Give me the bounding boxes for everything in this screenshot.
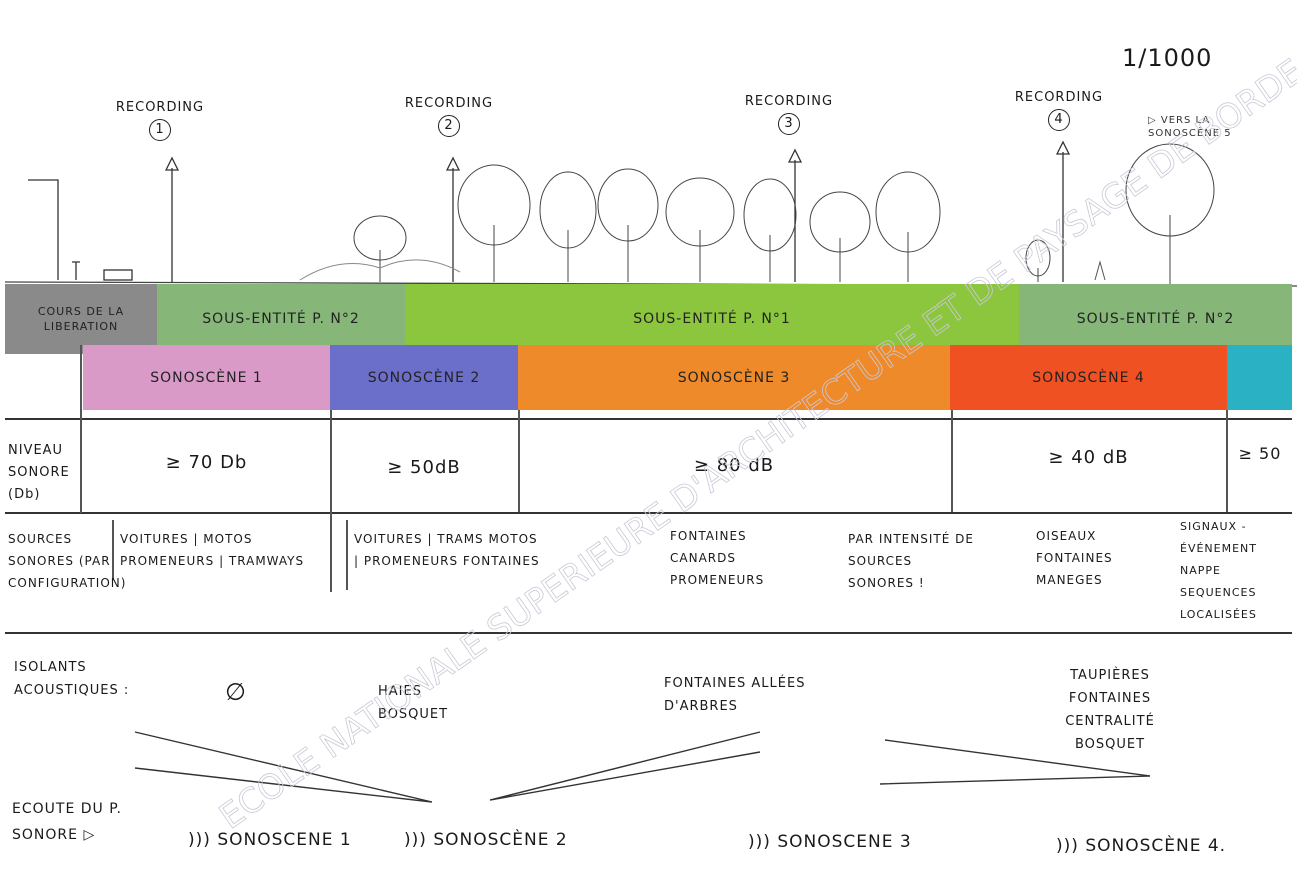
ecoute-item-1: ))) SONOSCENE 1	[188, 830, 352, 850]
niveau-value-5: ≥ 50	[1238, 444, 1282, 463]
row-divider	[5, 632, 1292, 634]
tree-icon	[743, 178, 797, 282]
lamp-post-icon	[28, 179, 59, 280]
tree-icon	[457, 164, 531, 282]
niveau-value-4: ≥ 40 dB	[1048, 447, 1129, 468]
recording-label: RECORDING	[404, 96, 494, 111]
tree-icon	[353, 215, 407, 282]
entity-sous-entite-p2-right: SOUS-ENTITÉ P. N°2	[1019, 284, 1292, 354]
tree-icon	[1125, 143, 1215, 285]
entity-cours-de-la-liberation: COURS DE LA LIBERATION	[5, 284, 157, 354]
wedge-right	[879, 739, 1151, 785]
sonoscene-3-band: SONOSCÈNE 3	[518, 345, 950, 410]
sound-wave-icon: )))	[1056, 836, 1086, 856]
sources-col-3: FONTAINES CANARDS PROMENEURS	[670, 529, 765, 587]
column-divider	[951, 410, 953, 512]
recording-number: 3	[778, 113, 800, 135]
ecoute-item-label: SONOSCÈNE 2	[433, 830, 568, 850]
recording-label: RECORDING	[115, 100, 205, 115]
sources-col-2: VOITURES | TRAMS MOTOS | PROMENEURS FONT…	[354, 532, 540, 568]
sources-col-5: SIGNAUX - ÉVÉNEMENT NAPPE SEQUENCES LOCA…	[1180, 520, 1257, 621]
recording-label: RECORDING	[1014, 90, 1104, 105]
recording-number: 2	[438, 115, 460, 137]
landscape-sketch	[4, 140, 1297, 287]
ecoute-item-2: ))) SONOSCÈNE 2	[404, 830, 568, 850]
ecoute-item-3: ))) SONOSCENE 3	[748, 832, 912, 852]
isolants-col-2: HAIES BOSQUET	[378, 684, 449, 722]
entity-sous-entite-p1: SOUS-ENTITÉ P. N°1	[405, 284, 1019, 354]
sonoscene-1-band: SONOSCÈNE 1	[83, 345, 330, 410]
wedge-left	[134, 731, 433, 803]
arrow-icon: ▷	[1148, 115, 1161, 126]
isolants-col-4: TAUPIÈRES FONTAINES CENTRALITÉ BOSQUET	[1065, 668, 1155, 752]
ecoute-item-label: SONOSCENE 3	[777, 832, 912, 852]
recording-2: RECORDING 2	[389, 96, 509, 137]
sonoscene-5-band	[1227, 345, 1292, 410]
recording-number: 4	[1048, 109, 1070, 131]
arrow-right-icon: ▷	[83, 827, 96, 843]
sources-col-4: OISEAUX FONTAINES MANEGES	[1036, 529, 1113, 587]
isolants-col-1: ∅	[225, 678, 247, 706]
tree-icon	[539, 171, 597, 282]
ecoute-label-text: ECOUTE DU P. SONORE	[12, 801, 122, 843]
column-divider	[518, 410, 520, 512]
tree-icon	[875, 171, 941, 282]
column-divider	[112, 520, 114, 580]
sources-sonores-label: SOURCES SONORES (PAR CONFIGURATION)	[8, 532, 127, 590]
recording-label: RECORDING	[744, 94, 834, 109]
niveau-value-1: ≥ 70 Db	[165, 452, 248, 473]
tree-icon	[1025, 239, 1051, 282]
ecoute-item-label: SONOSCÈNE 4.	[1085, 836, 1227, 856]
sound-gradient-wedges	[134, 731, 1151, 803]
isolants-label: ISOLANTS ACOUSTIQUES :	[14, 660, 130, 698]
ecoute-label: ECOUTE DU P. SONORE ▷	[12, 796, 152, 848]
column-divider	[1226, 410, 1228, 512]
recording-number: 1	[149, 119, 171, 141]
recording-3: RECORDING 3	[729, 94, 849, 135]
sound-wave-icon: )))	[748, 832, 778, 852]
sonoscene-2-band: SONOSCÈNE 2	[330, 345, 518, 410]
recording-4: RECORDING 4	[999, 90, 1119, 131]
sources-col-1: VOITURES | MOTOS PROMENEURS | TRAMWAYS	[120, 532, 305, 568]
vers-sonoscene-5-note: ▷ VERS LA SONOSCÈNE 5	[1148, 114, 1258, 140]
ecoute-item-label: SONOSCENE 1	[217, 830, 352, 850]
scale-label: 1/1000	[1122, 44, 1213, 72]
vers-note-text: VERS LA SONOSCÈNE 5	[1148, 115, 1232, 139]
tree-icon	[809, 191, 871, 282]
wedge-middle	[489, 731, 761, 801]
niveau-value-2: ≥ 50dB	[387, 457, 461, 478]
niveau-sonore-label: NIVEAU SONORE (Db)	[8, 443, 70, 502]
entity-sous-entite-p2-left: SOUS-ENTITÉ P. N°2	[157, 284, 405, 354]
sound-wave-icon: )))	[404, 830, 434, 850]
ecoute-item-4: ))) SONOSCÈNE 4.	[1056, 836, 1226, 856]
column-divider	[330, 410, 332, 592]
tree-icon	[597, 168, 659, 282]
row-divider	[5, 512, 1292, 514]
sonoscene-4-band: SONOSCÈNE 4	[950, 345, 1227, 410]
sound-wave-icon: )))	[188, 830, 218, 850]
isolants-col-3: FONTAINES ALLÉES D'ARBRES	[664, 676, 806, 714]
tree-icon	[665, 177, 735, 282]
recording-1: RECORDING 1	[100, 100, 220, 141]
column-divider	[346, 520, 348, 590]
niveau-value-3: ≥ 80 dB	[693, 455, 775, 476]
column-divider	[80, 345, 82, 513]
row-divider	[5, 418, 1292, 420]
sources-intensity-note: PAR INTENSITÉ DE SOURCES SONORES !	[848, 532, 974, 590]
